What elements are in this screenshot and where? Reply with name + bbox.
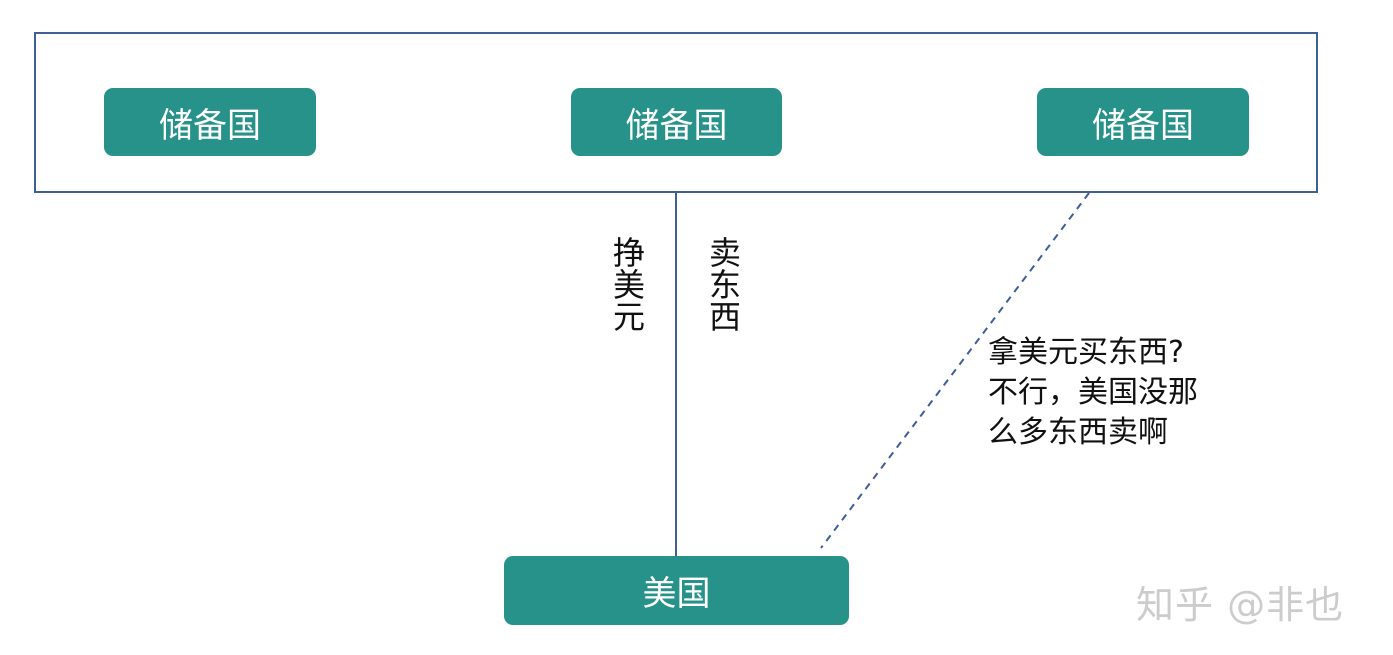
edge-label-earn-dollars: 挣美元 (608, 236, 646, 332)
edge-label-sell-goods: 卖东西 (704, 236, 742, 332)
annotation-note: 拿美元买东西? 不行，美国没那 么多东西卖啊 (988, 333, 1248, 453)
us-node: 美国 (504, 556, 849, 625)
watermark: 知乎 @非也 (1136, 583, 1345, 627)
reserve-country-node: 储备国 (104, 88, 316, 156)
note-line: 拿美元买东西? (988, 335, 1184, 370)
reserve-country-node: 储备国 (571, 88, 782, 156)
reserve-countries-group-frame (34, 32, 1318, 193)
note-line: 不行，美国没那 (988, 375, 1198, 410)
note-line: 么多东西卖啊 (988, 415, 1168, 450)
reserve-country-node: 储备国 (1037, 88, 1249, 156)
dashed-connector-line (820, 192, 1090, 549)
